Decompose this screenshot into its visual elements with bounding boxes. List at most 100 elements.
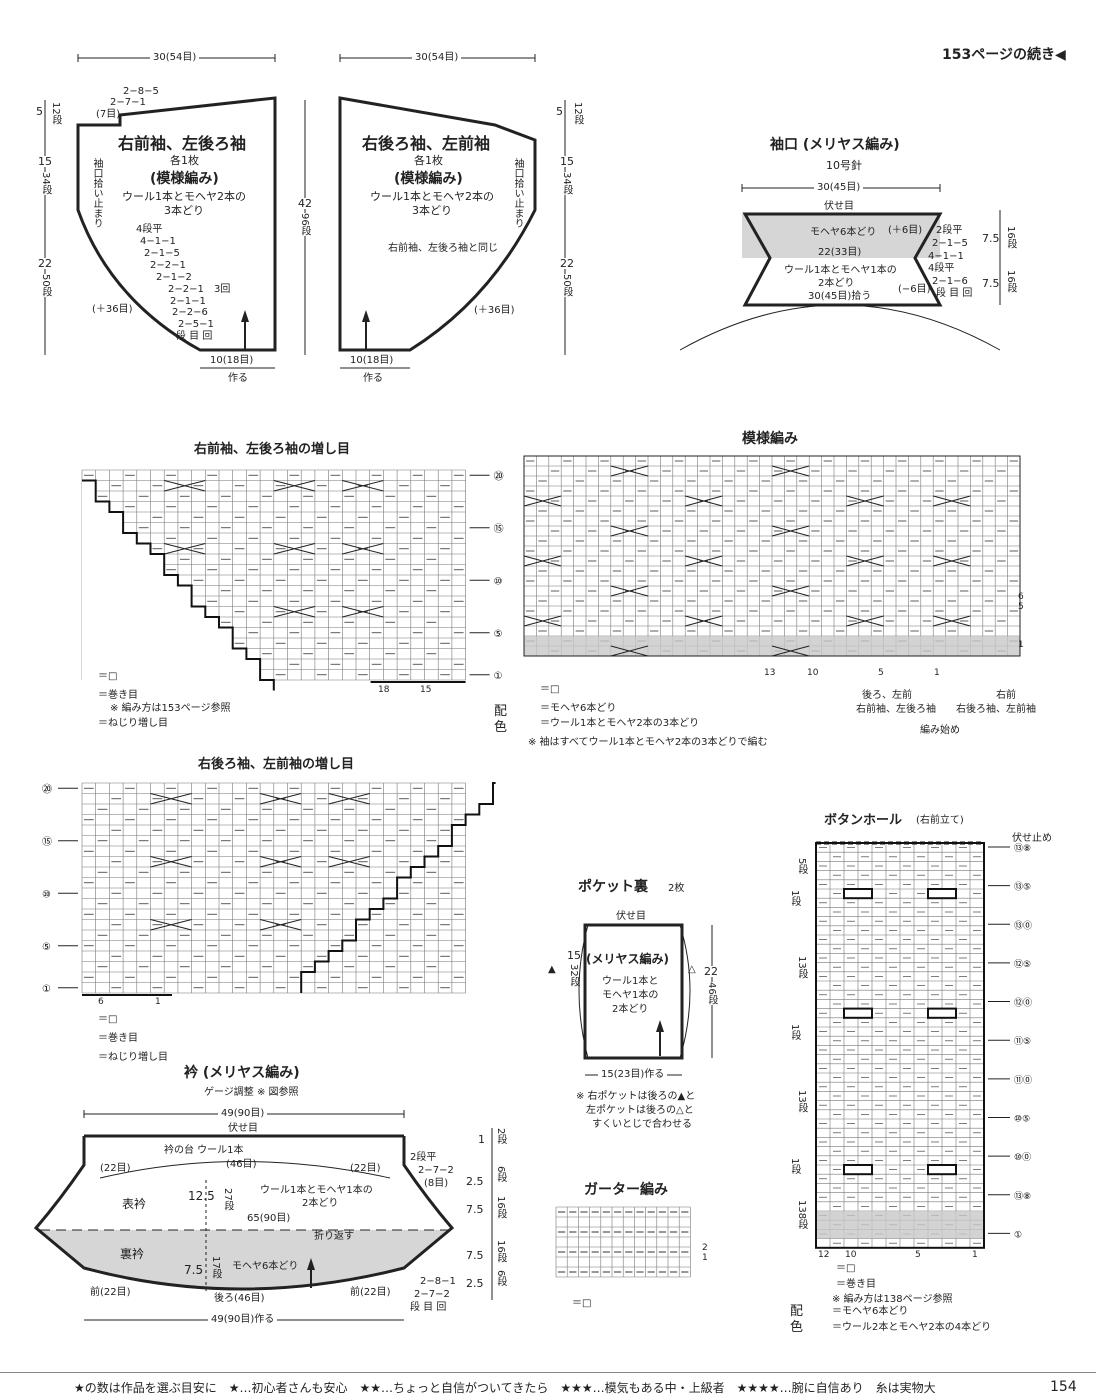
collar-side-right: (22目)	[350, 1163, 381, 1174]
right-back-sleeve-pattern: (模様編み)	[394, 171, 463, 187]
pattern-cable	[523, 495, 562, 507]
collar-dim-0: 1	[478, 1133, 485, 1146]
garter-title: ガーター編み	[584, 1182, 668, 1198]
right-back-sleeve-yarn2: 3本どり	[412, 204, 452, 217]
footer-rule	[0, 1372, 1096, 1373]
collar-back: 後ろ(46目)	[214, 1293, 265, 1304]
bh-left-4: 13段	[796, 1090, 807, 1113]
collar-fold: 折り返す	[314, 1231, 354, 1242]
sleeve-bottom-left: 10(18目)	[210, 355, 254, 366]
pocket-note-0: ※ 右ポケットは後ろの▲と	[576, 1091, 696, 1102]
pattern-cable	[846, 555, 884, 567]
cuff-bindoff: 伏せ目	[824, 201, 854, 212]
chart1-cable	[273, 480, 316, 492]
collar-side-left: (22目)	[100, 1163, 131, 1174]
buttonhole-mark	[927, 1007, 957, 1019]
bh-row-mark: ①	[1014, 1230, 1022, 1240]
chart2-cable	[259, 856, 302, 868]
pattern-cable	[610, 465, 649, 477]
bh-mohair: ＝モヘヤ6本どり	[832, 1306, 909, 1317]
collar-dim-0r: 2段	[495, 1128, 506, 1145]
collar-dim-2r: 16段	[495, 1196, 506, 1219]
collar-bindoff: 伏せ目	[228, 1123, 258, 1134]
bh-legend-1: ＝巻き目	[836, 1279, 876, 1290]
increase-step-8: 2−5−1	[178, 319, 214, 330]
increase-step-9: 段 目 回	[176, 331, 213, 342]
continued-label: 153ページの続き◀	[942, 47, 1066, 63]
sleeve-caston-right: 作る	[363, 373, 383, 384]
collar-dim-4r: 6段	[495, 1270, 506, 1287]
dim-top: 5	[36, 105, 43, 118]
pattern-start: 編み始め	[920, 725, 960, 736]
collar-title: 衿 (メリヤス編み)	[184, 1065, 300, 1081]
pocket-yarn-0: ウール1本と	[602, 976, 659, 987]
collar-dim-3r: 16段	[495, 1240, 506, 1263]
dim-total-rows: 96段	[299, 213, 310, 236]
increase-step-2: 2−1−5	[144, 248, 180, 259]
top-decrease-2: 2−7−1	[110, 97, 146, 108]
cuff-width: 30(45目)	[814, 183, 864, 193]
pattern-cable	[610, 645, 649, 657]
pocket-left: 15	[567, 949, 581, 962]
right-back-sleeve-count: 各1枚	[414, 154, 443, 167]
pattern-cable	[771, 525, 810, 537]
pattern-cable	[846, 615, 884, 627]
pattern-col-13: 13	[764, 668, 776, 678]
bh-col-12: 12	[818, 1250, 830, 1260]
bh-row-mark: ⑩⑤	[1014, 1114, 1030, 1124]
right-back-sleeve-title: 右後ろ袖、左前袖	[362, 134, 491, 153]
plus36-right: (＋36目)	[474, 305, 515, 316]
cuff-dim-h1: 7.5	[982, 232, 1000, 245]
collar-inner-yarn: モヘヤ6本どり	[232, 1261, 299, 1272]
chart1-row-mark: ⑤	[494, 629, 503, 640]
pattern-row-1: 1	[1018, 640, 1024, 650]
pattern-col-5: 5	[878, 668, 884, 678]
pattern-col-10: 10	[807, 668, 819, 678]
bh-left-2: 13段	[796, 956, 807, 979]
dim-total: 42	[298, 197, 312, 210]
pattern-cable	[933, 495, 971, 507]
cuff-title: 袖口 (メリヤス編み)	[770, 137, 900, 153]
pocket-yarn-2: 2本どり	[612, 1004, 649, 1015]
pattern-col-1: 1	[934, 668, 940, 678]
cuff-pickup-left: 袖口拾い止まり	[91, 158, 102, 228]
cuff-mid: 22(33目)	[818, 247, 862, 258]
chart1-cable	[342, 480, 384, 492]
chart1-staircase	[82, 479, 275, 691]
chart1-legend-4: ＝ねじり増し目	[98, 718, 168, 729]
pocket-tri-open: △	[688, 964, 696, 975]
dim-mid-rows: 34段	[40, 172, 51, 195]
pattern-cable	[685, 615, 723, 627]
pocket-count: 2枚	[668, 883, 685, 894]
chart1-row-mark: ⑩	[494, 576, 503, 587]
pattern-br2: 右後ろ袖、左前袖	[956, 704, 1036, 715]
pocket-yarn-1: モヘヤ1本の	[602, 990, 659, 1001]
chart1-col-15: 15	[420, 685, 432, 695]
bh-left-3: 1段	[789, 1024, 800, 1041]
bh-row-mark: ⑫⑤	[1014, 959, 1031, 970]
pattern-wool: ＝ウール1本とモヘヤ2本の3本どり	[540, 718, 700, 729]
bh-mohair-band	[816, 1211, 984, 1239]
pattern-legend-blank: ＝□	[540, 684, 560, 695]
pattern-cable	[685, 555, 723, 567]
pattern-title: 模様編み	[742, 431, 798, 447]
plus36-left: (＋36目)	[92, 304, 133, 315]
cuff-wool2: 2本どり	[818, 278, 855, 289]
bh-col-5: 5	[915, 1250, 921, 1260]
pattern-bl: 後ろ、左前	[862, 690, 912, 701]
dim-top-r: 5	[556, 105, 563, 118]
collar-height-rows: 27段	[222, 1188, 233, 1211]
chart1-cable	[342, 606, 384, 618]
cuff-pickup: 30(45目)拾う	[808, 291, 872, 302]
collar-height: 12.5	[188, 1189, 215, 1203]
bh-row-mark: ⑬⓪	[1014, 920, 1032, 931]
collar-front-left: 前(22目)	[90, 1287, 131, 1298]
pattern-border	[523, 455, 1021, 657]
chart2-cable	[150, 793, 192, 805]
chart2-legend-3: ＝ねじり増し目	[98, 1052, 168, 1063]
garter-row-1: 1	[702, 1253, 708, 1263]
